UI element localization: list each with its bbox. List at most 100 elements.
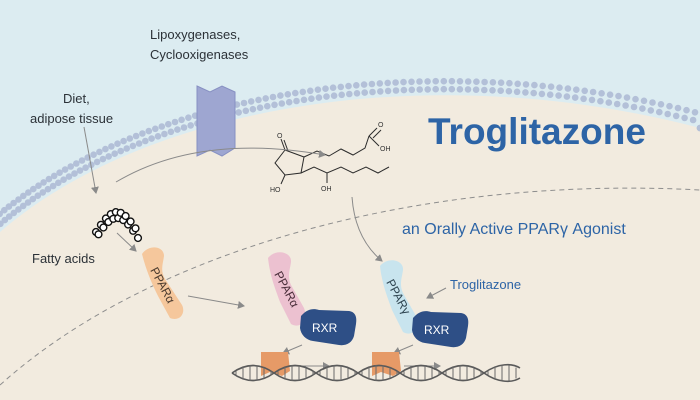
membrane-bead: [322, 85, 329, 92]
membrane-bead: [329, 84, 337, 91]
fatty-acid-bead: [99, 223, 108, 232]
ring-hydroxyl: HO: [270, 187, 281, 194]
membrane-bead: [24, 199, 32, 206]
membrane-bead: [408, 78, 415, 86]
membrane-bead: [456, 86, 464, 93]
membrane-bead: [1, 206, 8, 214]
fatty-acid-bead: [126, 217, 135, 226]
membrane-bead: [44, 185, 52, 193]
membrane-bead: [165, 120, 172, 128]
membrane-bead: [448, 85, 456, 93]
prostaglandin-structure: [274, 127, 390, 185]
rxr-protein-1: [300, 309, 357, 346]
membrane-bead: [323, 93, 330, 100]
membrane-bead: [30, 185, 37, 193]
membrane-bead: [50, 172, 58, 180]
arrow-to-eicosanoid: [115, 147, 326, 183]
membrane-bead: [142, 137, 149, 145]
membrane-bead: [571, 94, 579, 101]
membrane-bead: [71, 170, 78, 177]
arrow-ppar-alpha-to-complex: [187, 295, 245, 309]
membrane-bead: [171, 118, 179, 126]
fatty-acid-bead: [94, 230, 103, 239]
membrane-bead: [99, 155, 107, 163]
enzymes-label-line1: Lipoxygenases,: [150, 27, 240, 42]
membrane-bead: [563, 93, 571, 100]
membrane-bead: [132, 132, 140, 140]
membrane-bead: [67, 163, 74, 170]
page-title: Troglitazone: [428, 111, 646, 152]
membrane-bead: [346, 90, 353, 98]
membrane-bead: [691, 109, 699, 116]
membrane-bead: [657, 101, 665, 108]
membrane-bead: [522, 89, 529, 96]
membrane-bead: [564, 85, 572, 92]
membrane-bead: [683, 106, 690, 114]
chain-hydroxyl: OH: [321, 186, 332, 193]
membrane-bead: [440, 85, 448, 93]
membrane-bead: [440, 77, 448, 85]
acid-oxygen: O: [378, 122, 384, 129]
membrane-bead: [647, 107, 655, 114]
membrane-bead: [672, 112, 680, 120]
membrane-bead: [78, 157, 86, 164]
membrane-bead: [29, 195, 37, 203]
membrane-bead: [531, 81, 538, 89]
membrane-bead: [513, 88, 521, 96]
membrane-bead: [308, 95, 315, 102]
membrane-bead: [154, 133, 162, 140]
membrane-bead: [640, 97, 648, 105]
membrane-bead: [613, 100, 621, 108]
membrane-bead: [249, 105, 257, 113]
membrane-bead: [187, 122, 194, 129]
membrane-bead: [264, 102, 271, 110]
dna-double-helix: [231, 363, 521, 383]
fatty-acids-label: Fatty acids: [32, 251, 95, 266]
membrane-bead: [472, 86, 480, 93]
membrane-bead: [242, 107, 250, 115]
membrane-bead: [15, 196, 22, 203]
membrane-bead: [285, 98, 293, 106]
membrane-bead: [148, 135, 155, 142]
membrane-bead: [473, 78, 480, 85]
membrane-bead: [573, 86, 580, 93]
membrane-bead: [546, 91, 554, 98]
membrane-bead: [497, 87, 505, 94]
membrane-bead: [656, 108, 663, 116]
membrane-bead: [145, 127, 153, 135]
arrow-fatty-acids-to-ppar-alpha: [116, 232, 137, 252]
membrane-bead: [416, 86, 424, 93]
membrane-bead: [666, 102, 673, 110]
membrane-bead: [489, 79, 497, 86]
membrane-bead: [353, 82, 360, 89]
arrow-troglitazone-to-ppar-gamma: [426, 287, 447, 299]
membrane-bead: [632, 95, 639, 103]
membrane-bead: [432, 85, 440, 93]
cytoplasm: [0, 95, 700, 400]
membrane-bead: [606, 91, 614, 98]
membrane-bead: [178, 116, 185, 124]
membrane-bead: [158, 123, 166, 130]
membrane-bead: [240, 99, 248, 107]
membrane-bead: [555, 92, 562, 99]
membrane-bead: [10, 199, 17, 207]
membrane-bead: [489, 87, 496, 94]
membrane-bead: [60, 176, 67, 183]
membrane-bead: [65, 173, 73, 180]
membrane-bead: [481, 78, 488, 86]
membrane-bead: [615, 92, 622, 100]
membrane-bead: [649, 99, 656, 106]
acid-hydroxyl: OH: [380, 146, 391, 153]
membrane-bead: [34, 192, 42, 199]
membrane-bead: [10, 209, 18, 217]
membrane-bead: [126, 135, 134, 142]
membrane-bead: [49, 182, 57, 190]
membrane-bead: [82, 164, 89, 171]
membrane-bead: [330, 92, 338, 99]
membrane-bead: [556, 84, 563, 91]
membrane-bead: [255, 96, 262, 104]
arrow-complex2-to-dna: [393, 344, 414, 355]
membrane-bead: [589, 88, 597, 96]
membrane-bead: [384, 79, 392, 87]
